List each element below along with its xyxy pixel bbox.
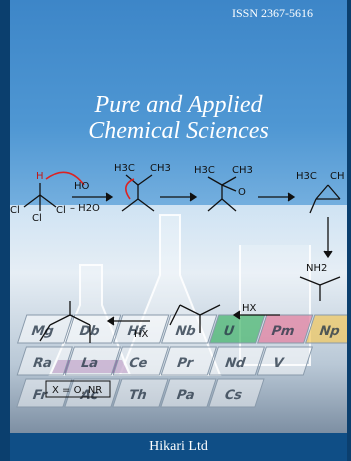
tile bbox=[208, 378, 265, 408]
tile bbox=[256, 314, 314, 344]
atom-label: CH3 bbox=[232, 165, 253, 176]
tile bbox=[112, 346, 170, 376]
cover-illustration: Mg Db Hf Nb U Pm Np Ra La Ce Pr Nd V Fr … bbox=[10, 163, 347, 408]
atom-label: O bbox=[238, 187, 246, 198]
journal-title-line-2: Chemical Sciences bbox=[88, 118, 269, 144]
atom-label: Cl bbox=[10, 205, 20, 216]
tile bbox=[64, 346, 122, 376]
element-symbol: La bbox=[79, 356, 101, 371]
atom-label: H3C bbox=[296, 171, 317, 182]
element-symbol: Hf bbox=[125, 324, 146, 339]
cover-footer: Hikari Ltd bbox=[10, 433, 347, 461]
tile bbox=[64, 378, 121, 408]
atom-label: NH2 bbox=[306, 263, 327, 274]
atom-label: H3C bbox=[194, 165, 215, 176]
tile bbox=[160, 378, 217, 408]
reaction-labels: H Cl Cl Cl HO – H2O H3C CH3 H3C CH3 O H3… bbox=[10, 163, 345, 396]
cover-left-border bbox=[0, 0, 10, 461]
tile bbox=[16, 346, 74, 376]
atom-label: Cl bbox=[56, 205, 66, 216]
tile bbox=[16, 378, 73, 408]
issn-label: ISSN 2367-5616 bbox=[232, 6, 314, 20]
tile bbox=[112, 378, 169, 408]
cover-sky-background bbox=[10, 0, 347, 230]
cover-right-border bbox=[347, 0, 351, 461]
element-symbol: Ra bbox=[31, 356, 55, 371]
element-symbol: Np bbox=[317, 324, 342, 339]
element-symbol: Fr bbox=[30, 388, 50, 403]
element-symbol: Ce bbox=[127, 356, 150, 371]
atom-label: CH bbox=[330, 171, 345, 182]
element-symbol: Pa bbox=[174, 388, 197, 403]
reaction-scheme bbox=[23, 171, 341, 398]
atom-label: HX bbox=[134, 329, 149, 340]
periodic-table: Mg Db Hf Nb U Pm Np Ra La Ce Pr Nd V Fr … bbox=[16, 314, 347, 408]
element-symbol: U bbox=[221, 324, 236, 339]
atom-label: CH3 bbox=[150, 163, 171, 174]
definition-text: X = O, NR bbox=[52, 385, 102, 396]
atom-label: H3C bbox=[114, 163, 135, 174]
definition-box bbox=[45, 380, 111, 398]
tile bbox=[64, 314, 122, 344]
atom-label: HO bbox=[74, 181, 90, 192]
element-symbol: Ac bbox=[78, 388, 101, 403]
atom-label: Cl bbox=[32, 213, 42, 224]
tile bbox=[160, 314, 218, 344]
element-symbol: Nb bbox=[173, 324, 198, 339]
reagent-label: – H2O bbox=[70, 203, 100, 214]
electron-arrow bbox=[45, 171, 85, 186]
tile bbox=[16, 314, 74, 344]
journal-title-line-1: Pure and Applied bbox=[94, 92, 263, 118]
element-symbol: Th bbox=[126, 388, 149, 403]
publisher-name: Hikari Ltd bbox=[149, 439, 208, 454]
element-symbol: Nd bbox=[223, 356, 248, 371]
element-symbol: Pm bbox=[269, 324, 297, 339]
tile bbox=[304, 314, 347, 344]
atom-label: H bbox=[36, 171, 44, 182]
electron-arrow bbox=[125, 178, 135, 200]
element-symbol: Cs bbox=[222, 388, 244, 403]
atom-label: HX bbox=[242, 303, 257, 314]
element-symbol: Mg bbox=[29, 324, 56, 339]
tile bbox=[112, 314, 170, 344]
tile bbox=[208, 346, 266, 376]
journal-title: Pure and Applied Chemical Sciences bbox=[10, 92, 347, 144]
tile bbox=[208, 314, 266, 344]
element-symbol: Pr bbox=[175, 356, 196, 371]
tile bbox=[160, 346, 218, 376]
tile bbox=[256, 346, 314, 376]
